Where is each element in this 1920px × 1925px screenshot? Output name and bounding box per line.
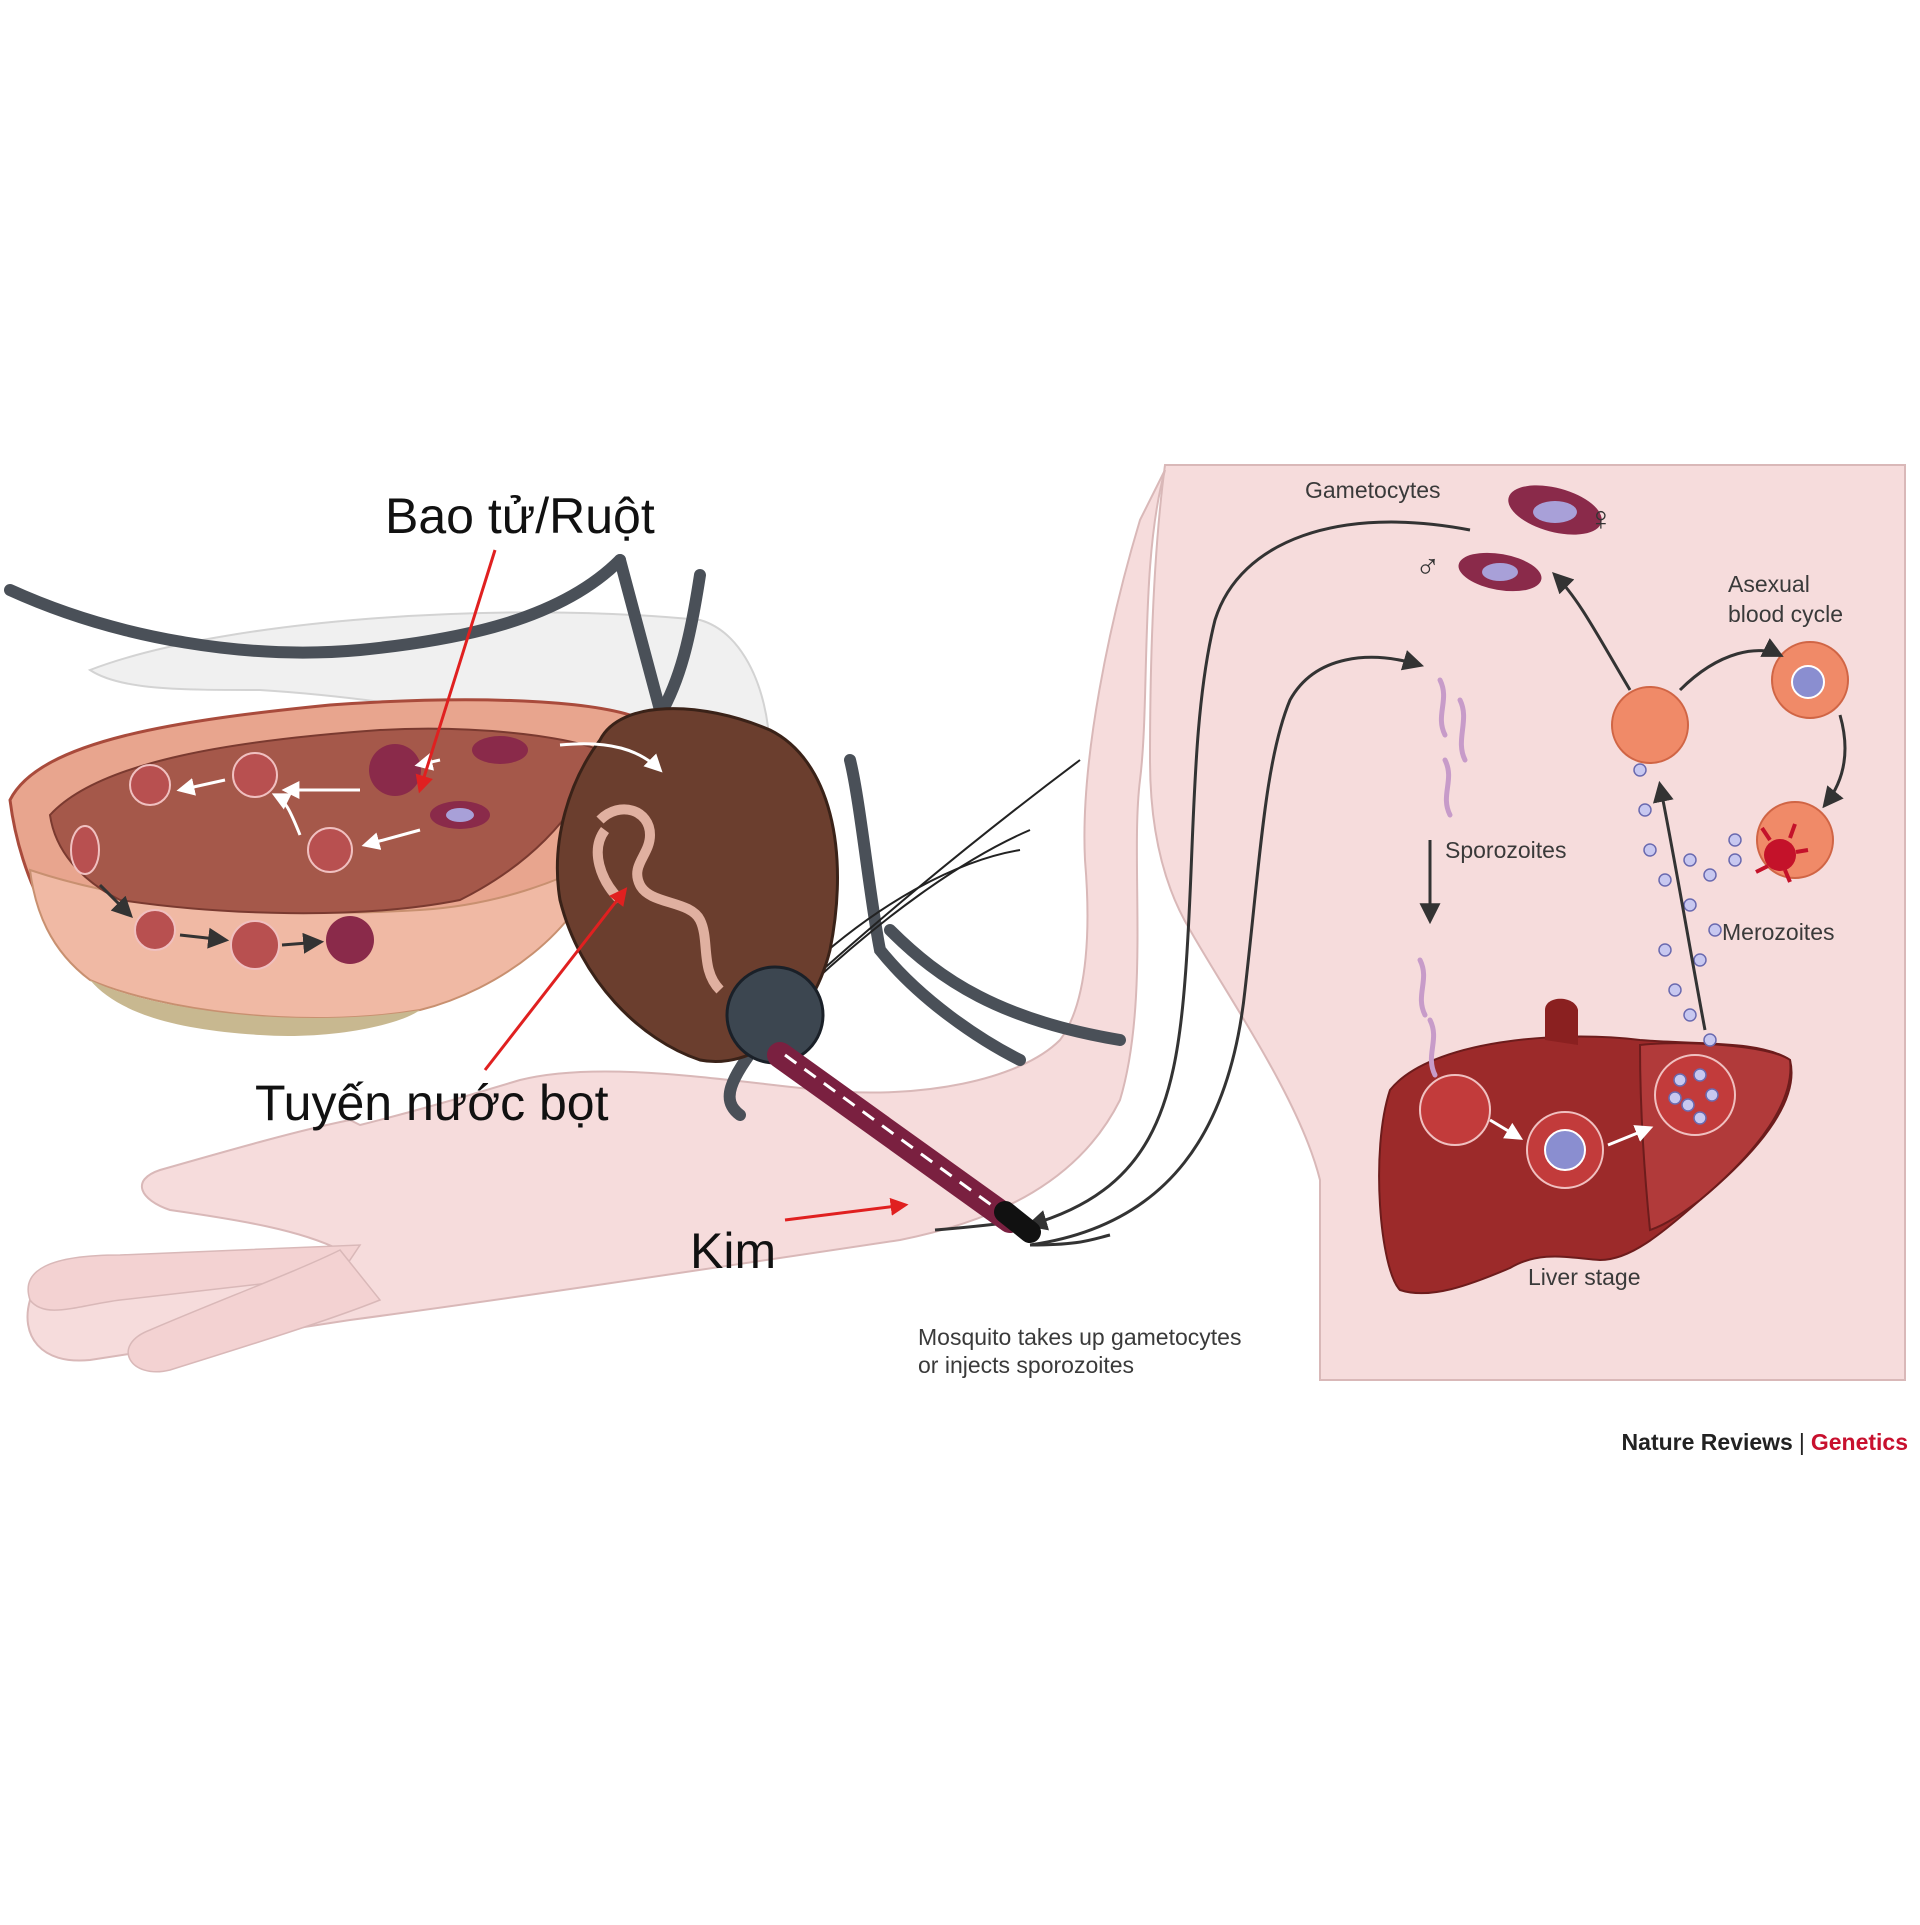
label-salivary-vi: Tuyến nước bọt: [255, 1075, 609, 1131]
label-mosquito-2: or injects sporozoites: [918, 1352, 1134, 1378]
arrow-gametocytes-to-mosquito: [1025, 520, 1471, 1231]
rbc-uninfected: [1611, 686, 1689, 764]
credit: Nature Reviews|Genetics: [1622, 1429, 1908, 1455]
mosquito-abdomen-scales: [90, 980, 420, 1036]
liver-hepatocyte-3: [1654, 1054, 1736, 1136]
label-merozoites: Merozoites: [1722, 919, 1834, 945]
sporozoites-body: [1417, 677, 1468, 1078]
gametocytes-body: [1458, 485, 1602, 592]
pointer-proboscis: [784, 1197, 909, 1222]
label-asexual-2: blood cycle: [1728, 601, 1843, 627]
male-symbol: ♂: [1415, 548, 1441, 586]
credit-section: Genetics: [1811, 1429, 1908, 1455]
label-proboscis-vi: Kim: [690, 1223, 776, 1279]
label-sporozoites: Sporozoites: [1445, 837, 1566, 863]
liver-schizont: [1544, 1129, 1586, 1171]
mosquito-legs: [4, 554, 1126, 1121]
rbc-ring-parasite: [1791, 665, 1825, 699]
finger-skin: [27, 1244, 362, 1311]
label-gametocytes: Gametocytes: [1305, 477, 1441, 503]
pointer-midgut: [415, 549, 497, 794]
vietnamese-annotations: Bao tử/Ruột Tuyến nước bọt Kim: [255, 488, 909, 1279]
thumb-skin: [127, 1249, 382, 1373]
mosquito: [4, 554, 1126, 1243]
liver-vessel: [1545, 998, 1578, 1045]
pointer-salivary: [483, 887, 628, 1071]
arrow-sporozoites-to-body: [1029, 650, 1425, 1247]
label-mosquito-1: Mosquito takes up gametocytes: [918, 1324, 1241, 1350]
asexual-blood-cycle: [1552, 572, 1849, 883]
gut-parasites: [70, 736, 528, 970]
liver: [1378, 998, 1793, 1295]
liver-merozoites: [1668, 1068, 1719, 1125]
credit-separator: |: [1799, 1429, 1805, 1455]
mosquito-antennae: [799, 759, 1081, 991]
proboscis: [767, 1042, 1023, 1233]
credit-journal: Nature Reviews: [1622, 1429, 1793, 1455]
circulation-arrows: [934, 520, 1471, 1247]
svg-text:Nature Reviews|Genetics: Nature Reviews|Genetics: [1622, 1429, 1908, 1455]
rbc-schizont-bursting: [1755, 823, 1809, 883]
arrow-merozoites-up: [1652, 780, 1707, 1031]
english-annotations: Gametocytes ♀ ♂ Asexual blood cycle Spor…: [918, 477, 1843, 1378]
liver-hepatocyte-1: [1419, 1074, 1491, 1146]
female-symbol: ♀: [1588, 500, 1614, 538]
merozoites-free: [1633, 763, 1742, 1047]
label-asexual-1: Asexual: [1728, 571, 1810, 597]
arrow-proboscis-in: [1029, 1233, 1111, 1247]
label-midgut-vi: Bao tử/Ruột: [385, 488, 655, 544]
label-liver-stage: Liver stage: [1528, 1264, 1641, 1290]
salivary-gland: [596, 804, 724, 994]
